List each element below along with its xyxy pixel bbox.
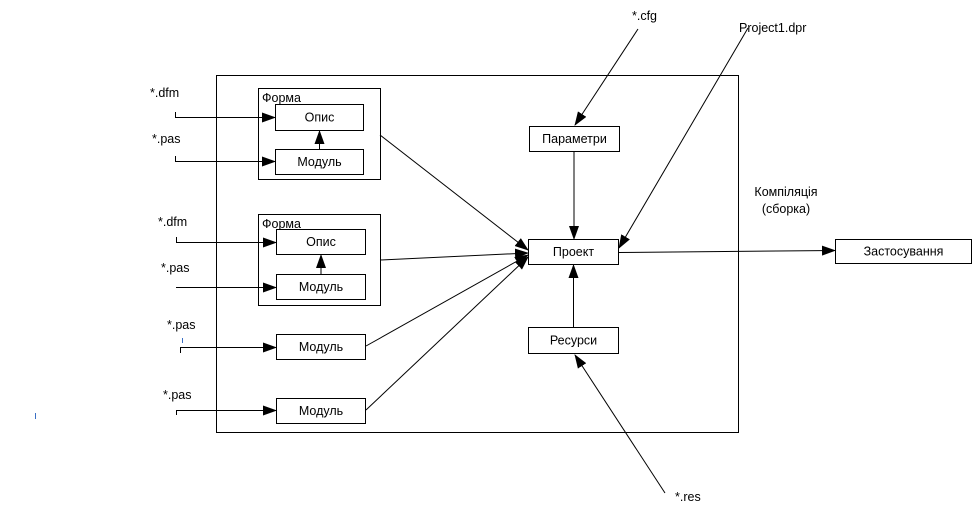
module-box[interactable] (276, 398, 366, 424)
form-frame (258, 88, 381, 180)
resources-box[interactable] (528, 327, 619, 354)
resources-label: Ресурси (550, 334, 597, 348)
pas-input-arrow (176, 405, 277, 416)
project-to-output-arrow (618, 245, 836, 256)
cfg-input-arrow (574, 28, 639, 126)
module-group-1: Модуль *.pas (167, 318, 366, 360)
form-title: Форма (262, 91, 301, 105)
pas-input-arrow (175, 156, 276, 167)
module-label: Модуль (297, 155, 341, 169)
cfg-input-label: *.cfg (632, 9, 657, 23)
dfm-input-label: *.dfm (158, 215, 187, 229)
compile-label-line1: Компіляція (754, 185, 817, 199)
pas-input-arrow (180, 342, 277, 353)
module-label: Модуль (299, 404, 343, 418)
module-label: Модуль (299, 280, 343, 294)
compile-label-line2: (сборка) (762, 202, 810, 216)
description-box[interactable] (275, 104, 364, 131)
module1-to-project-arrow (365, 254, 529, 347)
form-group-1: Форма Опис Модуль *.dfm *.pas (150, 86, 381, 180)
params-group: Параметри *.cfg (529, 9, 657, 240)
pas-input-label: *.pas (163, 388, 192, 402)
dpr-input-label: Project1.dpr (739, 21, 806, 35)
dfm-input-arrow (176, 237, 277, 248)
dfm-input-arrow (175, 112, 276, 123)
params-box[interactable] (529, 126, 620, 152)
module2-to-project-arrow (365, 256, 529, 411)
dfm-input-label: *.dfm (150, 86, 179, 100)
form-group-2: Форма Опис Модуль *.dfm *.pas (158, 214, 381, 306)
description-label: Опис (305, 111, 335, 125)
module-box[interactable] (276, 334, 366, 360)
res-input-arrow (574, 354, 666, 494)
description-box[interactable] (276, 229, 366, 255)
module-label: Модуль (299, 340, 343, 354)
module-group-2: Модуль *.pas (163, 388, 366, 424)
output-group: Застосування (835, 239, 972, 264)
form-title: Форма (262, 217, 301, 231)
description-label: Опис (306, 235, 336, 249)
project-container (216, 75, 739, 433)
output-box[interactable] (835, 239, 972, 264)
dpr-input-arrow (618, 27, 749, 249)
form2-to-project-arrow (379, 248, 529, 261)
pas-input-label: *.pas (167, 318, 196, 332)
pas-input-label: *.pas (152, 132, 181, 146)
project-label: Проект (553, 245, 594, 259)
pas-input-label: *.pas (161, 261, 190, 275)
params-label: Параметри (542, 132, 607, 146)
res-input-label: *.res (675, 490, 701, 504)
form1-to-project-arrow (379, 134, 529, 251)
output-label: Застосування (864, 245, 944, 259)
resources-group: Ресурси *.res (528, 264, 701, 504)
project-group: Проект Project1.dpr (528, 21, 806, 265)
